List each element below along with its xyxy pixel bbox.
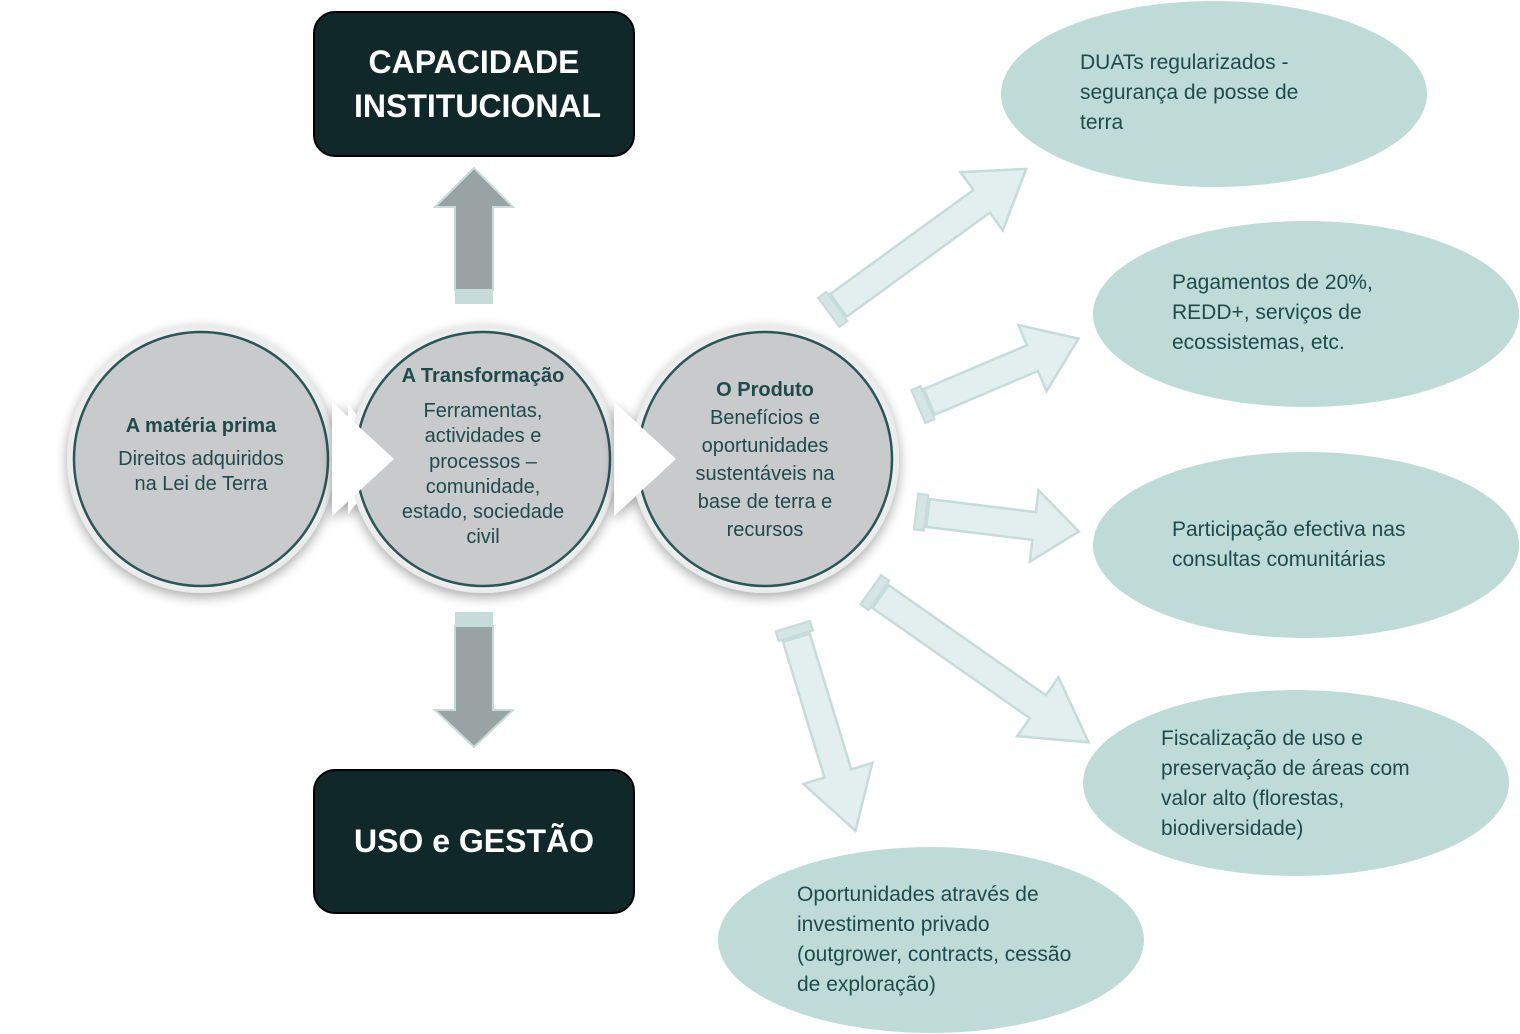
outcome-ellipse-pagamentos [1093,221,1519,407]
stage-circle-produto [614,325,899,593]
outcome-ellipse-duats [1001,1,1427,187]
stage-circle-transformacao [332,325,617,593]
fan-arrow-pagamentos [909,323,1081,425]
stage-text-transformacao: A Transformação Ferramentas, actividades… [393,364,573,550]
stage-title: O Produto [716,379,814,401]
stage-title: A matéria prima [125,415,277,437]
fan-arrow-fiscalizacao [859,573,1091,744]
stage-body: Ferramentas, actividades e processos – c… [401,400,565,549]
outcome-text-duats: DUATs regularizados - segurança de posse… [1080,51,1299,135]
outcome-text-pagamentos: Pagamentos de 20%, REDD+, serviços de ec… [1172,271,1373,355]
capacidade-institucional-label: CAPACIDADE INSTITUCIONAL [354,43,602,124]
stage-body: Direitos adquiridos na Lei de Terra [118,448,284,496]
stage-body: Benefícios e oportunidades sustentáveis … [695,407,835,541]
fan-arrow-participacao [912,487,1081,565]
outcome-ellipse-participacao [1093,452,1519,638]
outcome-ellipse-fiscalizacao [1083,690,1509,876]
fan-arrow-oportunidades [774,619,875,834]
fan-arrow-duats [816,167,1029,329]
capacidade-institucional-box: CAPACIDADE INSTITUCIONAL [313,11,635,157]
stage-text-materia-prima: A matéria prima Direitos adquiridos na L… [106,414,296,498]
outcome-ellipse-oportunidades [718,847,1144,1033]
uso-gestao-label: USO e GESTÃO [353,823,595,860]
up-arrow [432,166,516,304]
outcome-text-participacao: Participação efectiva nas consultas comu… [1172,518,1406,572]
stage-title: A Transformação [401,365,565,387]
stage-circle-materia-prima [67,325,335,593]
stage-text-produto: O Produto Benefícios e oportunidades sus… [687,376,843,544]
uso-gestao-box: USO e GESTÃO [313,769,635,914]
outcome-text-oportunidades: Oportunidades através de investimento pr… [797,883,1072,997]
down-arrow [432,612,516,749]
outcome-text-fiscalizacao: Fiscalização de uso e preservação de áre… [1161,727,1410,841]
